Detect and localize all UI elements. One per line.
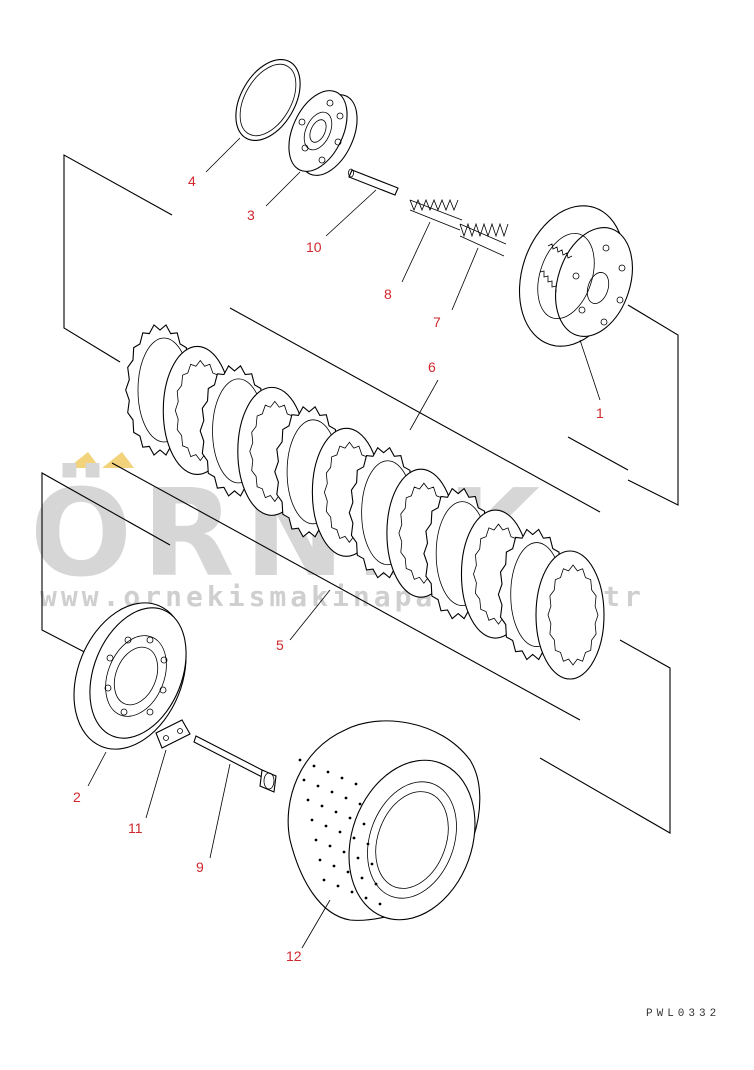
part-1-clutch-hub xyxy=(518,205,633,347)
callout-2: 2 xyxy=(73,789,81,805)
drum-hole xyxy=(366,842,370,846)
drum-hole xyxy=(356,856,360,860)
leader-lines xyxy=(87,137,601,949)
clutch-plate-stack xyxy=(125,324,605,680)
drum-hole xyxy=(326,770,330,774)
drum-hole xyxy=(340,776,344,780)
drum-hole xyxy=(318,858,322,862)
part-10-pin xyxy=(348,168,399,196)
drum-holes xyxy=(298,758,382,906)
callout-6: 6 xyxy=(428,359,436,375)
callout-4: 4 xyxy=(188,173,196,189)
callout-12: 12 xyxy=(286,948,302,964)
drum-hole xyxy=(342,850,346,854)
drum-hole xyxy=(332,864,336,868)
drum-hole xyxy=(316,784,320,788)
callout-11: 11 xyxy=(128,820,143,836)
part-4-o-ring xyxy=(235,59,301,141)
drum-hole xyxy=(362,822,366,826)
drum-hole xyxy=(328,844,332,848)
drum-hole xyxy=(358,802,362,806)
callout-9: 9 xyxy=(196,859,204,875)
drum-hole xyxy=(336,884,340,888)
assembly-frame-lines xyxy=(41,154,679,834)
drum-hole xyxy=(346,870,350,874)
drum-hole xyxy=(374,882,378,886)
callout-8: 8 xyxy=(384,286,392,302)
drum-hole xyxy=(306,798,310,802)
drum-hole xyxy=(324,824,328,828)
part-3-piston xyxy=(288,90,358,176)
watermark-accent-left xyxy=(68,452,100,468)
part-2-end-plate xyxy=(73,602,187,750)
callout-3: 3 xyxy=(247,207,255,223)
callout-10: 10 xyxy=(306,239,322,255)
drum-hole xyxy=(370,862,374,866)
drum-hole xyxy=(360,876,364,880)
clutch-plate xyxy=(535,550,605,680)
drum-hole xyxy=(350,890,354,894)
callout-1: 1 xyxy=(596,405,604,421)
callout-5: 5 xyxy=(276,637,284,653)
callout-labels: 1 2 3 4 5 6 7 8 9 10 11 12 xyxy=(73,173,604,964)
plate-inner-teeth xyxy=(547,564,599,666)
drum-hole xyxy=(312,764,316,768)
drum-hole xyxy=(310,818,314,822)
drum-hole xyxy=(302,778,306,782)
part-8-spring xyxy=(409,198,463,231)
drum-hole xyxy=(338,830,342,834)
part-12-drum xyxy=(287,720,481,921)
drawing-code: PWL0332 xyxy=(646,1008,720,1020)
drum-hole xyxy=(354,782,358,786)
part-7-spring xyxy=(459,222,509,257)
watermark-accent-right xyxy=(102,452,134,468)
part-9-bolt xyxy=(193,735,277,793)
drum-hole xyxy=(334,810,338,814)
drum-hole xyxy=(352,836,356,840)
part-11-lock-plate xyxy=(155,719,191,749)
drum-hole xyxy=(344,796,348,800)
drum-hole xyxy=(348,816,352,820)
drum-hole xyxy=(314,838,318,842)
plate-disc xyxy=(535,550,605,680)
drum-hole xyxy=(322,878,326,882)
drum-hole xyxy=(330,790,334,794)
drum-hole xyxy=(364,896,368,900)
callout-7: 7 xyxy=(433,314,441,330)
drum-hole xyxy=(378,902,382,906)
drum-hole xyxy=(298,758,302,762)
drum-hole xyxy=(320,804,324,808)
